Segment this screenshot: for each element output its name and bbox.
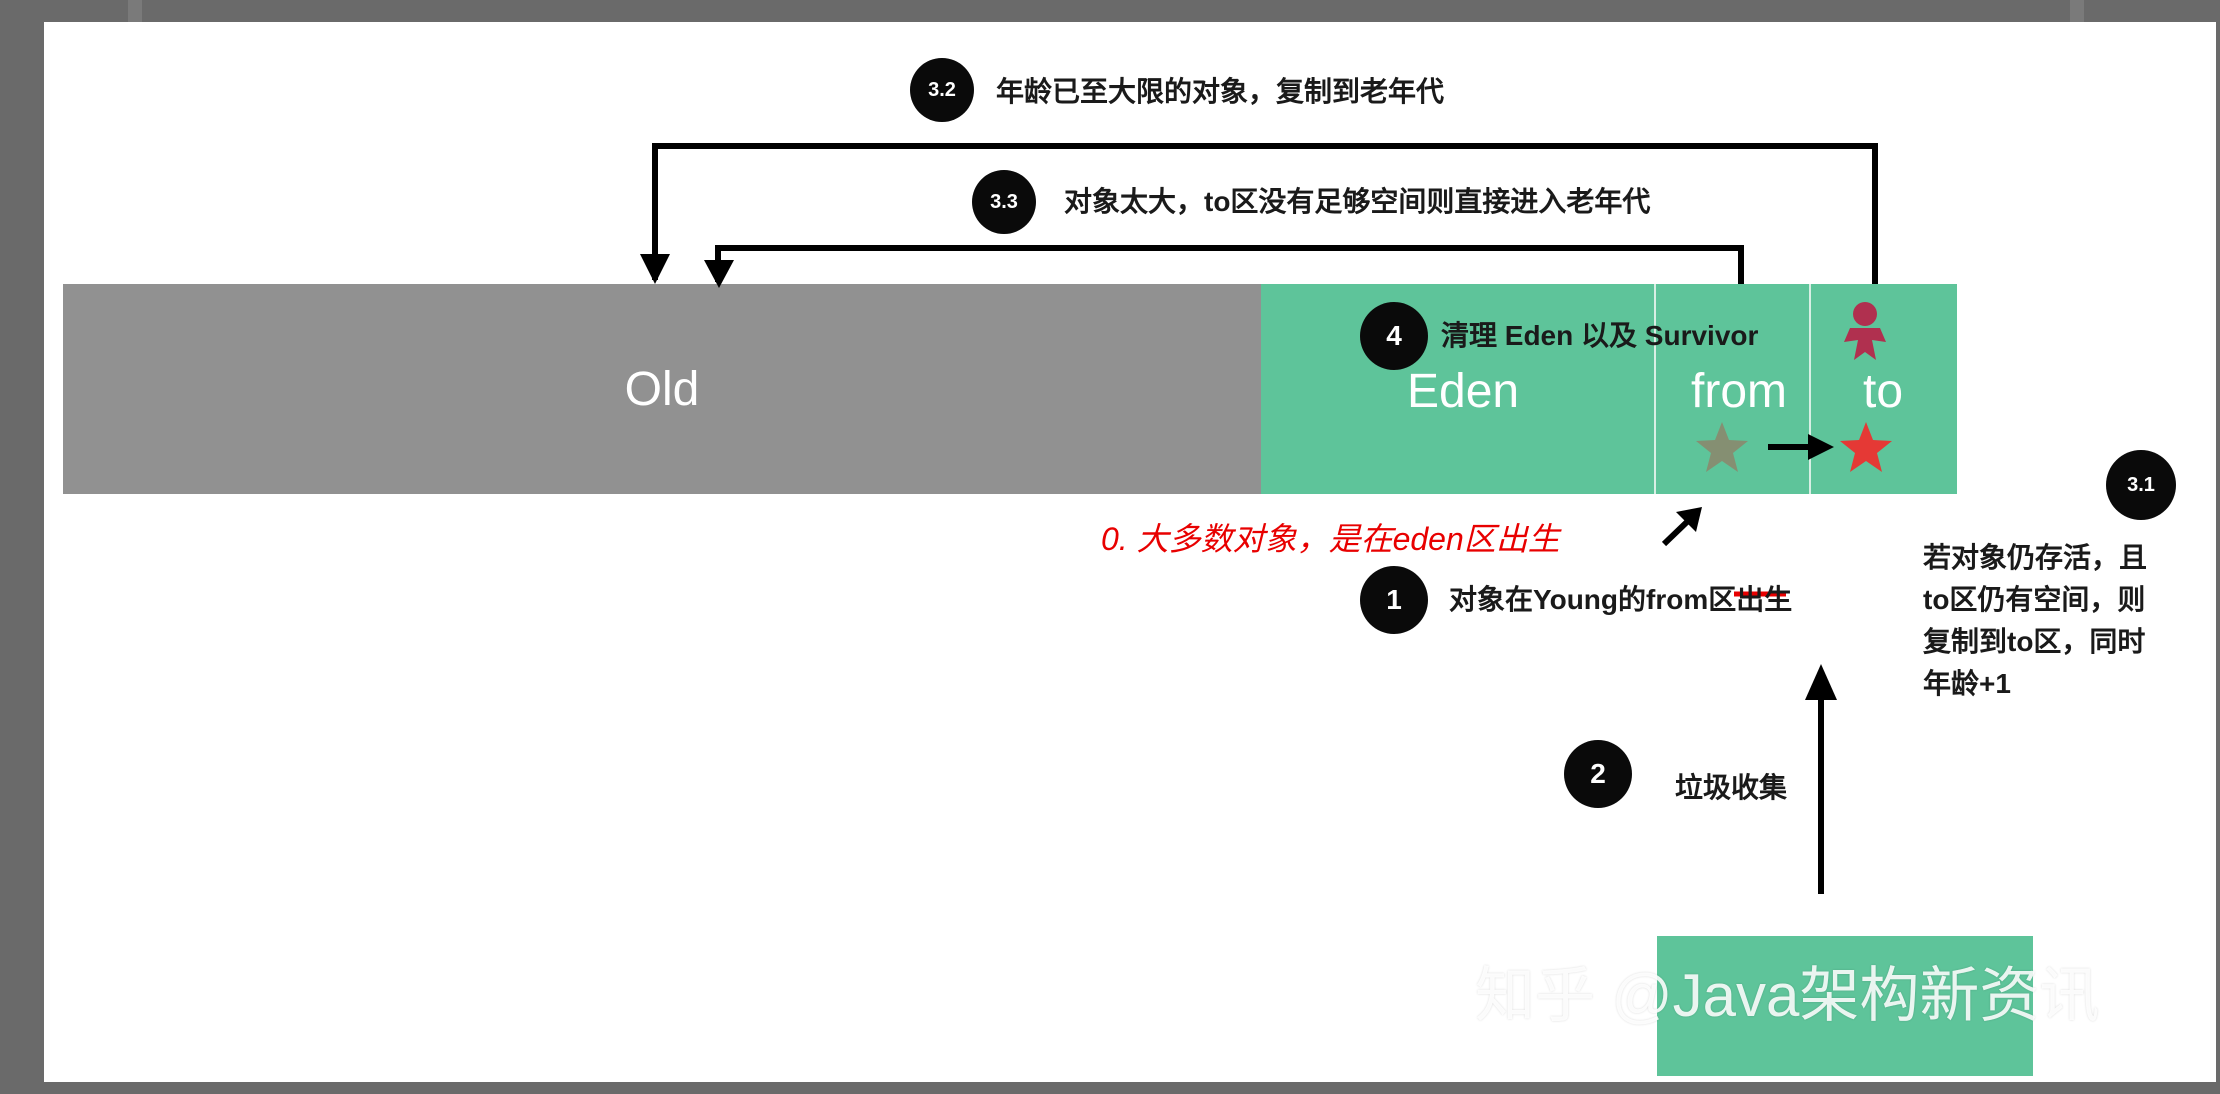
gc-up-arrowhead xyxy=(1805,664,1837,700)
from-to-arrowhead xyxy=(1808,434,1834,460)
step-0-text: 0. 大多数对象，是在eden区出生 xyxy=(1101,521,1560,557)
step-3-1-line-3: 复制到to区，同时 xyxy=(1923,626,2146,657)
old-object-icon xyxy=(1696,422,1748,472)
step-3-1-line-2: to区仍有空间，则 xyxy=(1923,584,2146,615)
old-label: Old xyxy=(624,362,700,416)
right-edge-strip xyxy=(2070,0,2084,22)
step-4-text: 清理 Eden 以及 Survivor xyxy=(1441,320,1759,351)
diagram-canvas: Old Eden from to 3.2 年龄已至 xyxy=(44,22,2216,1082)
step-2-text: 垃圾收集 xyxy=(1675,772,1788,803)
to-divider xyxy=(1809,284,1811,494)
eden-to-from-arrowhead xyxy=(1676,507,1702,532)
eden-label: Eden xyxy=(1407,365,1520,418)
minor-gc-box xyxy=(1657,936,2033,1076)
step-4-badge: 4 xyxy=(1360,302,1428,370)
step-3-1-line-4: 年龄+1 xyxy=(1923,668,2011,699)
step-3-3-text: 对象太大，to区没有足够空间则直接进入老年代 xyxy=(1064,186,1651,217)
from-label: from xyxy=(1691,365,1787,418)
step-3-2-text: 年龄已至大限的对象，复制到老年代 xyxy=(996,76,1445,107)
step-2-badge: 2 xyxy=(1564,740,1632,808)
left-edge-strip xyxy=(128,0,142,22)
step-1-text: 对象在Young的from区出生 xyxy=(1449,584,1793,615)
step-1-badge: 1 xyxy=(1360,566,1428,634)
promote-old-arrow xyxy=(652,143,1878,284)
aged-object-icon xyxy=(1844,302,1886,360)
promote-old-arrowhead xyxy=(640,254,670,284)
to-label: to xyxy=(1863,365,1904,418)
too-large-arrow xyxy=(715,245,1744,284)
from-divider xyxy=(1654,284,1656,494)
too-large-arrowhead xyxy=(704,260,734,288)
step-3-1-line-1: 若对象仍存活，且 xyxy=(1923,542,2148,573)
moved-object-icon xyxy=(1840,422,1892,472)
step-3-1-badge: 3.1 xyxy=(2106,450,2176,520)
step-3-2-badge: 3.2 xyxy=(910,58,974,122)
arrows-layer xyxy=(640,143,1878,894)
old-generation-region: Old xyxy=(63,284,1261,494)
step-3-3-badge: 3.3 xyxy=(972,170,1036,234)
watermark-text: 知乎 @Java架构新资讯 xyxy=(1475,962,2100,1029)
eden-to-from-arrow xyxy=(1661,517,1692,547)
